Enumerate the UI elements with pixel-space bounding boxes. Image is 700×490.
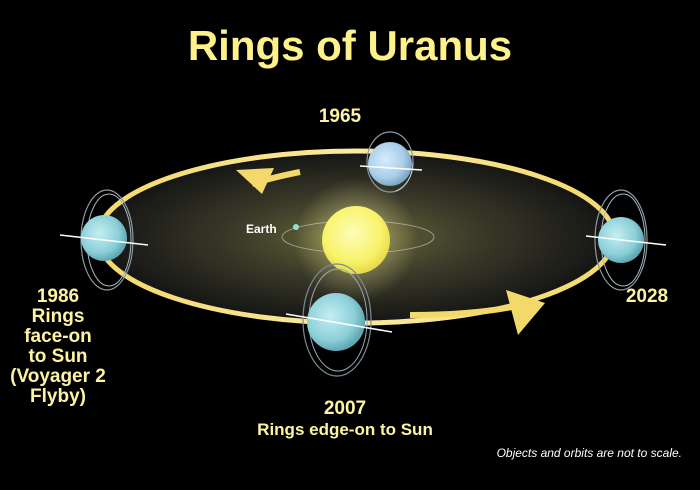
- page-title: Rings of Uranus: [187, 22, 513, 69]
- label-1986-line: face-on: [24, 326, 92, 347]
- label-1986-line: 1986: [36, 286, 80, 307]
- uranus-1986: [59, 189, 149, 291]
- position-label-2007: 2007: [323, 398, 367, 419]
- earth-label: Earth: [246, 222, 277, 236]
- earth: [293, 224, 299, 230]
- uranus-2007: [285, 263, 393, 377]
- orbit-arrow-left-icon: [236, 168, 301, 194]
- position-label-1965: 1965: [318, 106, 362, 127]
- position-label-1986: 1986 Rings face-on to Sun (Voyager 2 Fly…: [0, 287, 116, 407]
- scale-footnote: Objects and orbits are not to scale.: [496, 446, 682, 460]
- uranus-1965: [359, 131, 423, 193]
- label-1986-line: to Sun: [28, 346, 88, 367]
- uranus-2028: [585, 189, 667, 291]
- sun: [322, 206, 390, 274]
- position-note-2007: Rings edge-on to Sun: [257, 420, 433, 439]
- orbit-arrow-right-icon: [409, 290, 545, 335]
- label-1986-line: (Voyager 2: [10, 366, 106, 387]
- position-label-2028: 2028: [625, 286, 669, 307]
- label-1986-line: Flyby): [30, 386, 86, 407]
- label-1986-line: Rings: [31, 306, 85, 327]
